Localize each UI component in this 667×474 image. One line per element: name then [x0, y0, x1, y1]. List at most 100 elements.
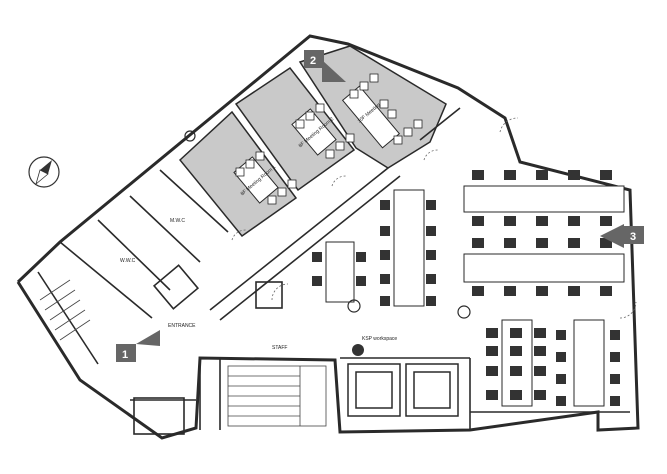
meeting-chairs: [235, 73, 423, 205]
view-marker-3[interactable]: 3: [600, 224, 644, 248]
meeting-chair: [277, 187, 287, 197]
meeting-chair: [305, 111, 315, 121]
meeting-chair: [359, 81, 369, 91]
chair: [472, 286, 484, 296]
chair: [380, 250, 390, 260]
meeting-chair: [403, 127, 413, 137]
chair: [600, 286, 612, 296]
entrance-label: ENTRANCE: [168, 323, 196, 329]
chair: [472, 170, 484, 180]
meeting-chair: [267, 195, 277, 205]
desk: [325, 241, 355, 303]
meeting-room-2-area: [234, 66, 356, 192]
meeting-chair: [369, 73, 379, 83]
meeting-chair: [315, 103, 325, 113]
meeting-chair: [335, 141, 345, 151]
chair: [504, 238, 516, 248]
chair: [568, 286, 580, 296]
chair: [356, 252, 366, 262]
meeting-chair: [255, 151, 265, 161]
chair: [504, 286, 516, 296]
chair: [600, 216, 612, 226]
meeting-chair: [245, 159, 255, 169]
chair: [536, 216, 548, 226]
stairs: [39, 279, 327, 427]
chair: [380, 200, 390, 210]
chair: [556, 396, 566, 406]
chair: [486, 366, 498, 376]
chair: [510, 366, 522, 376]
chair: [610, 396, 620, 406]
view-marker-3-number: 3: [630, 231, 636, 243]
chair: [534, 328, 546, 338]
meeting-chair: [287, 179, 297, 189]
chair: [600, 170, 612, 180]
workspace-desks: [325, 185, 625, 407]
view-marker-1[interactable]: 1: [116, 330, 160, 362]
meeting-chair: [325, 149, 335, 159]
chair: [610, 330, 620, 340]
workspace-chairs: [312, 170, 620, 406]
desk: [573, 319, 605, 407]
view-marker-2[interactable]: 2: [304, 50, 346, 82]
chair: [380, 296, 390, 306]
chair: [312, 252, 322, 262]
stair-label: STAFF: [272, 345, 287, 351]
chair: [504, 170, 516, 180]
chair: [486, 390, 498, 400]
view-marker-2-number: 2: [310, 55, 316, 67]
chair: [426, 296, 436, 306]
chair: [534, 390, 546, 400]
chair: [510, 328, 522, 338]
chair: [568, 170, 580, 180]
building-outline: [16, 34, 640, 440]
elevators: [347, 363, 459, 417]
view-marker-1-number: 1: [122, 349, 128, 361]
chair: [534, 346, 546, 356]
chair: [556, 352, 566, 362]
chair: [510, 346, 522, 356]
chair: [426, 226, 436, 236]
meeting-chair: [349, 89, 359, 99]
wc-2-label: M.W.C: [170, 218, 185, 224]
chair: [568, 216, 580, 226]
chair: [534, 366, 546, 376]
workspace-label: KSP workspace: [362, 336, 397, 342]
chair: [600, 238, 612, 248]
chair: [536, 286, 548, 296]
chair: [536, 170, 548, 180]
chair: [380, 226, 390, 236]
chair: [610, 352, 620, 362]
wc-1-label: W.W.C: [120, 258, 136, 264]
chair: [610, 374, 620, 384]
compass-icon: [28, 156, 60, 188]
chair: [556, 330, 566, 340]
chair: [426, 250, 436, 260]
chair: [536, 238, 548, 248]
meeting-chair: [387, 109, 397, 119]
meeting-chair: [345, 133, 355, 143]
meeting-chair: [235, 167, 245, 177]
chair: [356, 276, 366, 286]
chair: [426, 274, 436, 284]
chair: [568, 238, 580, 248]
meeting-chair: [413, 119, 423, 129]
chair: [504, 216, 516, 226]
chair: [472, 238, 484, 248]
chair: [510, 390, 522, 400]
meeting-chair: [393, 135, 403, 145]
chair: [556, 374, 566, 384]
desk: [463, 185, 625, 213]
column-filled: [352, 344, 364, 356]
desk: [463, 253, 625, 283]
chair: [486, 328, 498, 338]
meeting-chair: [295, 119, 305, 129]
columns: [184, 130, 471, 319]
interior-walls: [17, 107, 630, 435]
chair: [486, 346, 498, 356]
chair: [380, 274, 390, 284]
desk: [393, 189, 425, 307]
chair: [312, 276, 322, 286]
chair: [426, 200, 436, 210]
